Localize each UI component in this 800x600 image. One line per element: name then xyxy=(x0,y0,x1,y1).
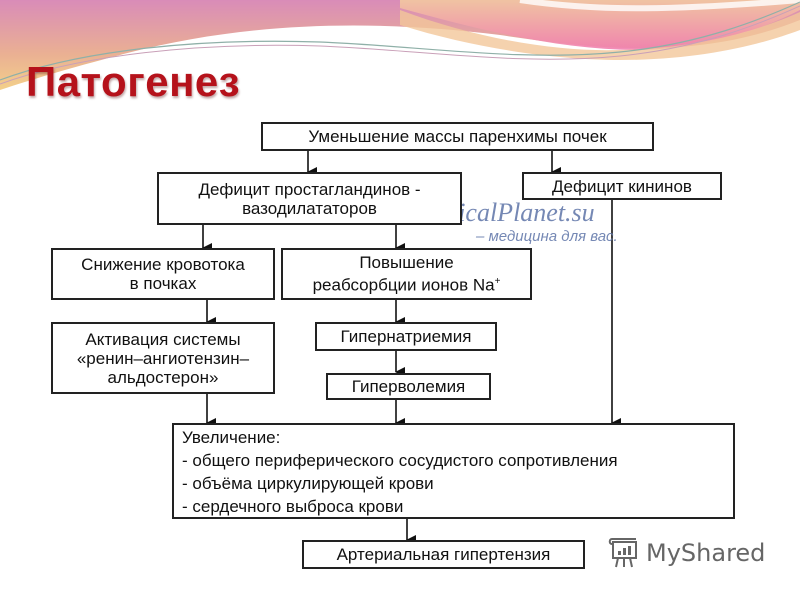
node-prostaglandin-deficit: Дефицит простагландинов - вазодилататоро… xyxy=(157,172,462,225)
node-hypernatremia: Гипернатриемия xyxy=(315,322,497,351)
slide-title: Патогенез xyxy=(26,58,241,105)
node-raas-activation: Активация системы «ренин–ангиотензин– ал… xyxy=(51,322,275,394)
node-text: Дефицит простагландинов - xyxy=(198,179,421,199)
node-text: вазодилататоров xyxy=(242,198,377,218)
node-text: Повышение xyxy=(359,253,454,273)
node-text: Артериальная гипертензия xyxy=(336,545,551,564)
node-text: «ренин–ангиотензин– xyxy=(76,348,250,368)
myshared-logo: MyShared xyxy=(608,536,765,570)
node-text: в почках xyxy=(129,274,197,293)
node-text-item: - общего периферического сосудистого соп… xyxy=(182,451,618,470)
node-arterial-hypertension: Артериальная гипертензия xyxy=(302,540,585,569)
node-hypervolemia: Гиперволемия xyxy=(326,373,491,400)
node-text-heading: Увеличение: xyxy=(182,428,281,447)
node-text-item: - объёма циркулирующей крови xyxy=(182,474,434,493)
node-renal-blood-flow-decrease: Снижение кровотока в почках xyxy=(51,248,275,300)
node-text: Гиперволемия xyxy=(351,377,466,396)
node-text: альдостерон» xyxy=(107,367,219,387)
node-parenchyma-reduction: Уменьшение массы паренхимы почек xyxy=(261,122,654,151)
node-text: Дефицит кининов xyxy=(552,176,692,196)
superscript-plus: + xyxy=(494,276,501,288)
myshared-text: MyShared xyxy=(646,539,766,567)
node-kinin-deficit: Дефицит кининов xyxy=(522,172,722,200)
node-text: Уменьшение массы паренхимы почек xyxy=(308,127,607,146)
node-text-item: - сердечного выброса крови xyxy=(182,497,404,516)
medicalplanet-tagline: – медицина для вас. xyxy=(476,228,618,245)
node-na-reabsorption-increase: Повышение реабсорбции ионов Na+ xyxy=(281,248,532,300)
presentation-board-icon xyxy=(608,538,637,568)
node-increase-list: Увеличение: - общего периферического сос… xyxy=(172,423,735,519)
node-text: реабсорбции ионов Na+ xyxy=(312,275,501,295)
node-text: Гипернатриемия xyxy=(340,327,472,346)
node-text: Снижение кровотока xyxy=(81,255,245,274)
node-text: Активация системы xyxy=(85,329,241,349)
